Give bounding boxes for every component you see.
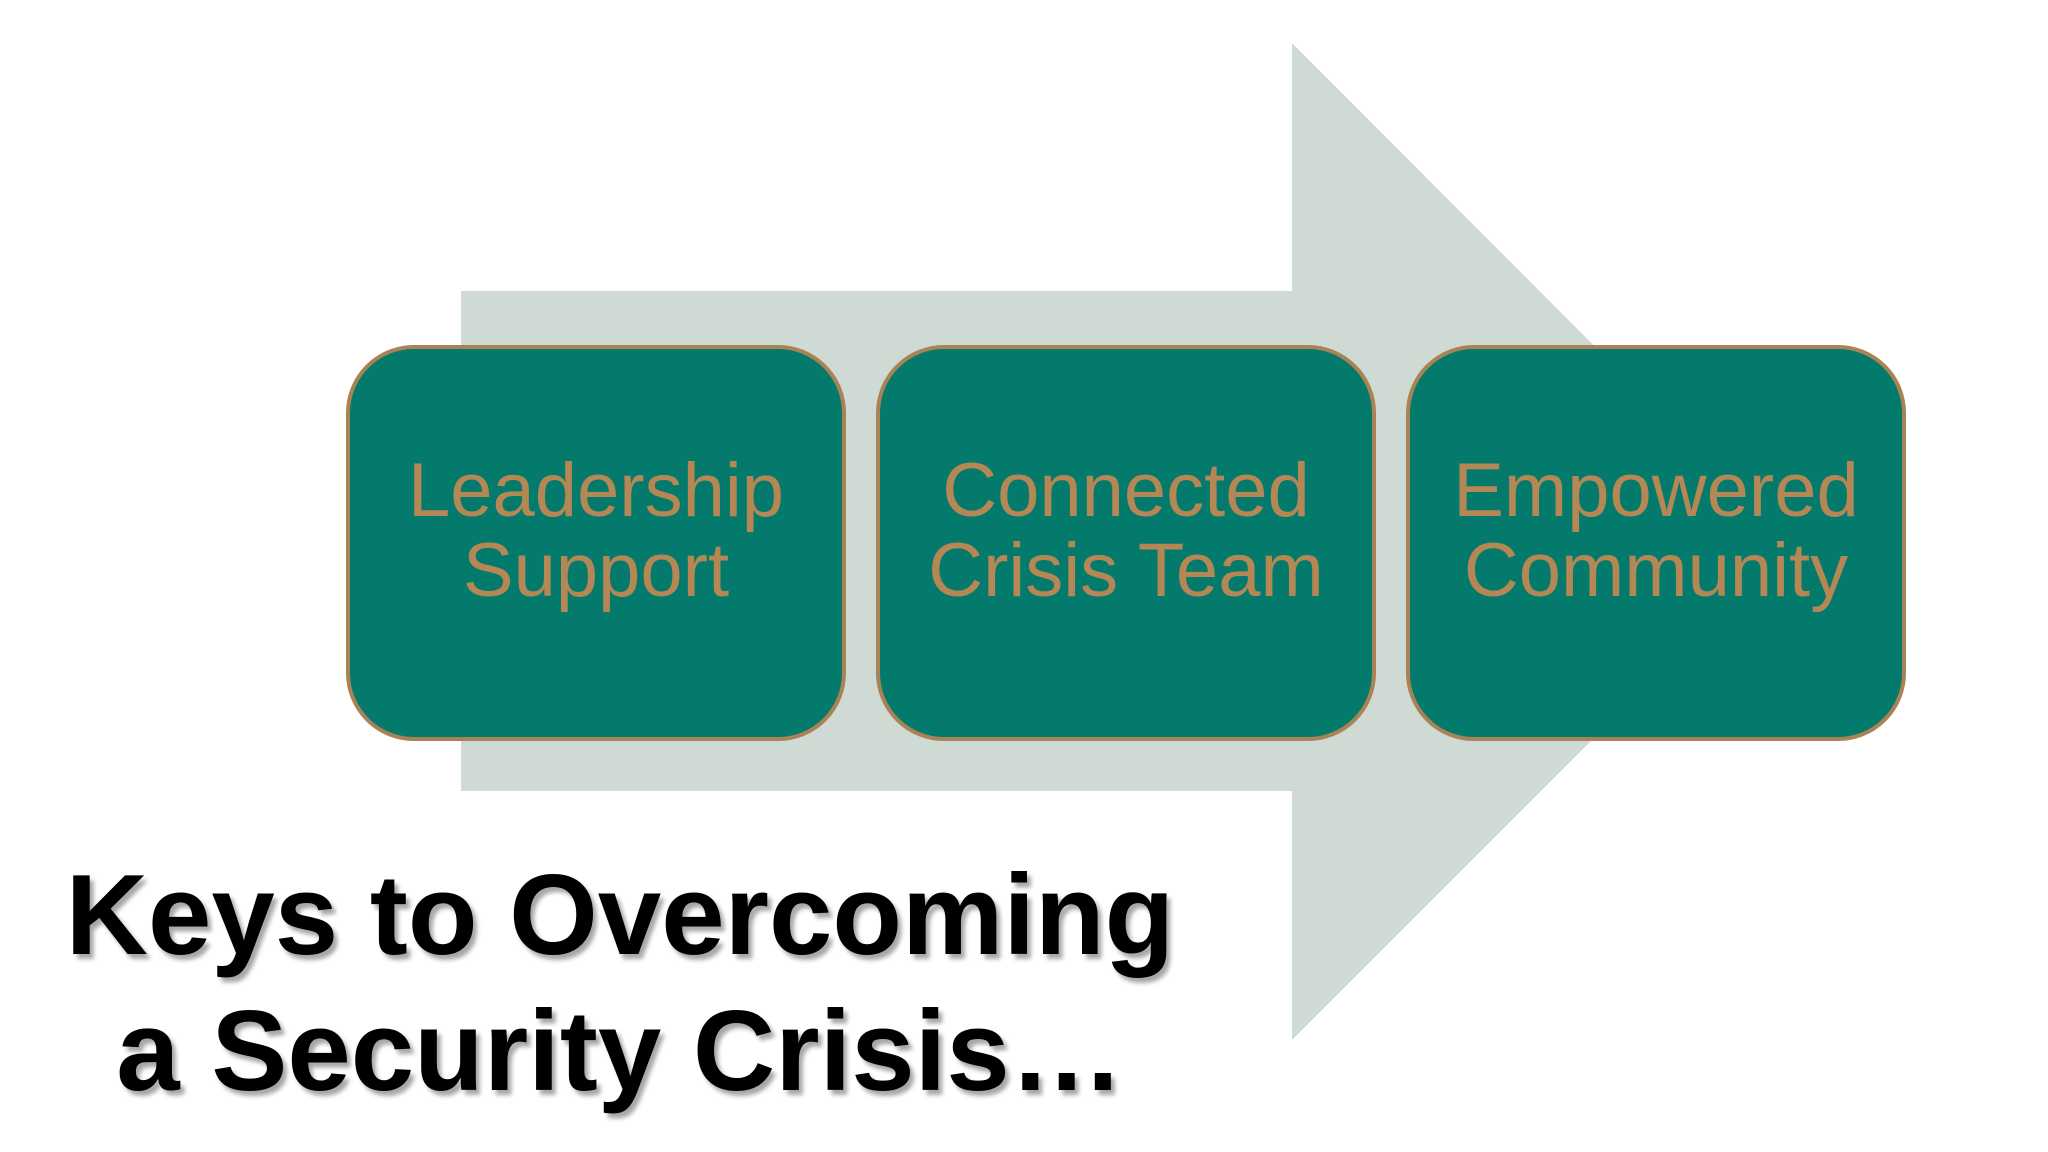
step-label: Connected Crisis Team bbox=[880, 451, 1372, 611]
step-label-line1: Leadership bbox=[407, 448, 785, 533]
step-box-connected-crisis-team: Connected Crisis Team bbox=[876, 345, 1376, 741]
step-label-line2: Community bbox=[1463, 528, 1849, 613]
step-label-line2: Crisis Team bbox=[928, 528, 1324, 613]
step-label-line1: Connected bbox=[942, 448, 1310, 533]
slide-title-line1: Keys to Overcoming bbox=[65, 852, 1175, 979]
step-label: Empowered Community bbox=[1410, 451, 1902, 611]
step-label-line2: Support bbox=[462, 528, 730, 613]
slide-title-line2: a Security Crisis… bbox=[116, 988, 1124, 1115]
slide-title: Keys to Overcoming a Security Crisis… bbox=[20, 848, 1220, 1120]
step-box-empowered-community: Empowered Community bbox=[1406, 345, 1906, 741]
step-label-line1: Empowered bbox=[1453, 448, 1859, 533]
step-label: Leadership Support bbox=[350, 451, 842, 611]
step-box-leadership-support: Leadership Support bbox=[346, 345, 846, 741]
